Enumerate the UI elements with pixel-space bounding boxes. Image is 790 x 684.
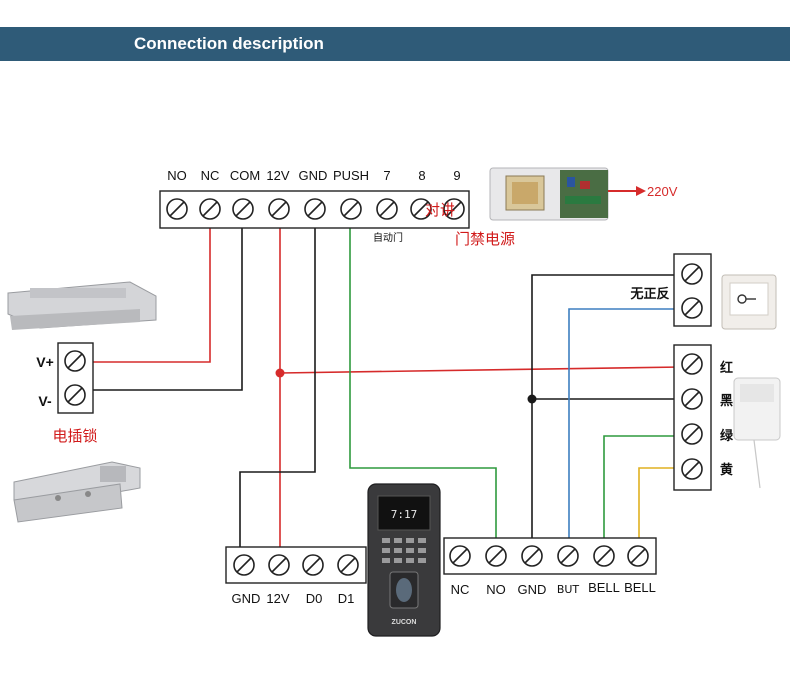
header-bar: Connection description [0,27,790,61]
wire-push-to-reader-no [349,228,497,541]
magnetic-lock-image [7,281,157,330]
reader-right-nc: NC [451,582,470,597]
wires [92,228,683,548]
ps-terminal-nc: NC [201,168,220,183]
reader-right-bell-1: BELL [588,580,620,595]
ps-terminal-8: 8 [418,168,425,183]
intercom-label: 对讲 [425,201,455,219]
wire-com-to-lock-vminus [92,228,243,391]
exit-button-image [721,274,777,330]
wire-12v-to-doorbell-red [279,366,683,374]
page-title: Connection description [134,34,324,53]
fingerprint-reader-image: 7:17 ZUCON [367,483,441,637]
lock-name: 电插锁 [52,427,97,445]
electric-bolt-image [13,461,141,523]
power-supply-terminal-block [159,190,470,229]
reader-left-d0: D0 [306,591,323,606]
lock-terminal-vminus: V- [38,393,52,409]
doorbell-wire-yellow: 黄 [720,462,733,478]
ps-terminal-12v: 12V [266,168,289,183]
reader-left-gnd: GND [232,591,261,606]
ps-terminal-7: 7 [383,168,390,183]
doorbell-image [733,377,781,489]
device-brand: ZUCON [392,619,417,626]
reader-left-terminal-block: GND 12V D0 D1 [225,546,367,606]
doorbell-wire-red: 红 [720,360,733,376]
reader-display-time: 7:17 [391,508,418,521]
ps-terminal-push: PUSH [333,168,369,183]
wire-gnd-to-reader-gnd [239,228,316,548]
reader-left-d1: D1 [338,591,355,606]
ps-terminal-no: NO [167,168,187,183]
wire-but-to-exit-button [568,308,682,541]
reader-left-12v: 12V [266,591,289,606]
reader-right-no: NO [486,582,506,597]
power-supply-terminal-labels: NO NC COM 12V GND PUSH 7 8 9 自动门 对讲 门禁电源 [167,168,515,248]
ps-terminal-gnd: GND [299,168,328,183]
ps-terminal-9: 9 [453,168,460,183]
exit-button-polarity-label: 无正反 [629,286,669,302]
mains-voltage-label: 220V [647,184,678,199]
exit-button-terminal-block [673,253,712,327]
power-supply-image [489,167,609,221]
reader-right-bell-2: BELL [624,580,656,595]
doorbell-terminal-block: 红 黑 绿 黄 [673,344,734,491]
power-supply-name: 门禁电源 [455,230,515,248]
auto-door-label: 自动门 [373,231,403,244]
junction-gnd [527,394,537,404]
reader-right-but: BUT [557,583,580,596]
mains-arrow: 220V [608,184,678,199]
wire-reader-gnd-to-exit-button [531,274,682,541]
wire-nc-to-lock-vplus [92,228,211,363]
lock-terminal-vplus: V+ [36,354,54,370]
wire-bell-to-doorbell-green [603,435,682,541]
lock-terminal-block: V+ V- [36,342,94,414]
doorbell-wire-green: 绿 [720,428,734,444]
wire-bell-to-doorbell-yellow [638,467,682,541]
doorbell-wire-black: 黑 [720,394,733,409]
reader-right-terminal-block: NC NO GND BUT BELL BELL [443,537,657,597]
junction-12v [275,368,285,378]
reader-right-gnd: GND [518,582,547,597]
ps-terminal-com: COM [230,168,260,183]
keypad [382,538,426,563]
